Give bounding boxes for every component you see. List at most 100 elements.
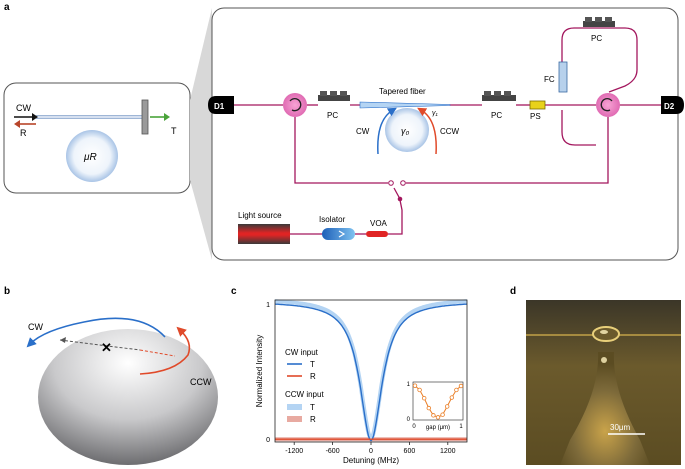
- phase-shifter: [529, 100, 546, 110]
- legend-ccw-t-swatch: [287, 404, 302, 410]
- isolator-label: Isolator: [319, 215, 346, 224]
- cw-dashed-arrowhead: [60, 337, 66, 343]
- circulator-left-arrow: [289, 98, 302, 112]
- ccw-dashed-path: [139, 349, 176, 357]
- inset-point: [458, 383, 464, 389]
- pc-left-label: PC: [327, 111, 338, 120]
- light-source-label: Light source: [238, 211, 282, 220]
- circulator-left: [283, 93, 307, 117]
- ccw-arc-arrow: [139, 326, 191, 375]
- fiber-coupler: [558, 61, 568, 93]
- panel-label-d: d: [510, 286, 516, 297]
- panel-label-a: a: [4, 2, 10, 13]
- cw-arc-arrow: [26, 317, 166, 348]
- scatterer-mark: ✕: [101, 340, 112, 355]
- series-cw-input-t: [274, 303, 468, 442]
- legend-ccw-input: CCW input: [285, 390, 324, 399]
- inset-point: [440, 412, 445, 417]
- pc-right-label: PC: [491, 111, 502, 120]
- fiber-coupler-label: FC: [544, 75, 555, 84]
- micrograph-stem: [560, 352, 650, 465]
- ccw-mode-label: CCW: [440, 127, 460, 136]
- inset-r-label: R: [20, 128, 27, 138]
- switch-contact-left: [388, 180, 394, 186]
- inset-cw-arrowhead: [32, 113, 38, 121]
- circulator-right: [596, 93, 620, 117]
- micrograph-glint: [601, 357, 607, 363]
- legend-ccw-t: T: [310, 403, 315, 412]
- inset-x-label: gap (μm): [426, 425, 450, 431]
- inset-point: [417, 387, 422, 393]
- detector-d1: [208, 96, 234, 114]
- phase-shifter-label: PS: [530, 112, 541, 121]
- legend-cw-input: CW input: [285, 348, 319, 357]
- gamma1-label: γ₁: [432, 110, 439, 117]
- legend-cw-t: T: [310, 360, 315, 369]
- inset-y-tick-1: 1: [407, 382, 411, 388]
- pc-top-label: PC: [591, 34, 602, 43]
- inset-point: [426, 405, 431, 411]
- inset-point: [412, 383, 418, 388]
- inset-resonator-label: μR: [83, 152, 97, 163]
- switch-contact-right: [400, 180, 406, 186]
- legend-cw-r: R: [310, 372, 316, 381]
- pc-right: [482, 91, 516, 101]
- y-tick-0: 0: [266, 437, 270, 444]
- cw-dashed-path: [59, 339, 141, 351]
- panel-label-b: b: [4, 286, 10, 297]
- inset-plot-frame: [412, 381, 464, 421]
- x-tick-label-3: 600: [404, 448, 416, 455]
- x-tick-label-1: -600: [326, 448, 340, 455]
- x-tick-label-0: -1200: [285, 448, 303, 455]
- detector-d2-label: D2: [664, 102, 675, 111]
- isolator: [322, 228, 355, 240]
- pc-top: [583, 17, 615, 27]
- detector-d1-label: D1: [214, 102, 225, 111]
- inset-t-arrowhead: [164, 113, 170, 121]
- pc-left: [318, 91, 350, 101]
- inset-plot: [412, 383, 464, 420]
- inset-x-tick-1: 1: [459, 424, 463, 430]
- legend-ccw-r-swatch: [287, 416, 302, 422]
- inset-cw-label: CW: [16, 103, 31, 113]
- isolator-arrow: [338, 230, 346, 238]
- ccw-mode-arrow: [417, 107, 437, 155]
- detector-d2: [661, 96, 684, 114]
- voa: [366, 231, 388, 237]
- scalebar-label: 30μm: [610, 423, 631, 432]
- inset-fiber-holder: [141, 99, 149, 135]
- y-tick-1: 1: [266, 302, 270, 309]
- panel-b-ccw-label: CCW: [190, 377, 212, 387]
- circulator-right-arrow: [600, 98, 613, 112]
- inset-resonator: [66, 130, 118, 182]
- tapered-fiber: [359, 101, 451, 109]
- inset-point: [449, 395, 454, 400]
- cw-mode-label: CW: [356, 127, 370, 136]
- cw-mode-arrow: [377, 107, 397, 155]
- sphere: [38, 329, 218, 465]
- inset-x-tick-0: 0: [412, 424, 416, 430]
- transmission-chart: [274, 299, 468, 442]
- x-ticks: -1200 -600 0 600 1200: [285, 442, 456, 455]
- inset-r-arrowhead: [14, 120, 20, 128]
- panel-b-cw-label: CW: [28, 322, 43, 332]
- x-axis-label: Detuning (MHz): [343, 456, 399, 465]
- inset-point: [431, 413, 436, 418]
- inset-point: [454, 387, 459, 393]
- inset-point: [435, 415, 441, 420]
- inset-point: [445, 404, 450, 409]
- inset-y-tick-0: 0: [407, 417, 411, 423]
- y-axis-label: Normalized Intensity: [255, 335, 264, 407]
- micrograph-resonator: [592, 326, 620, 342]
- x-tick-label-4: 1200: [440, 448, 456, 455]
- tapered-fiber-label: Tapered fiber: [379, 87, 426, 96]
- projection-wedge: [190, 8, 212, 260]
- series-ccw-input-t: [275, 299, 467, 441]
- inset-t-label: T: [171, 126, 177, 136]
- x-tick-label-2: 0: [369, 448, 373, 455]
- micrograph-highlight: [600, 330, 608, 334]
- plot-frame: [274, 299, 468, 443]
- gamma0-label: γ₀: [401, 126, 410, 136]
- y-axis-label-group: Normalized Intensity: [255, 335, 264, 407]
